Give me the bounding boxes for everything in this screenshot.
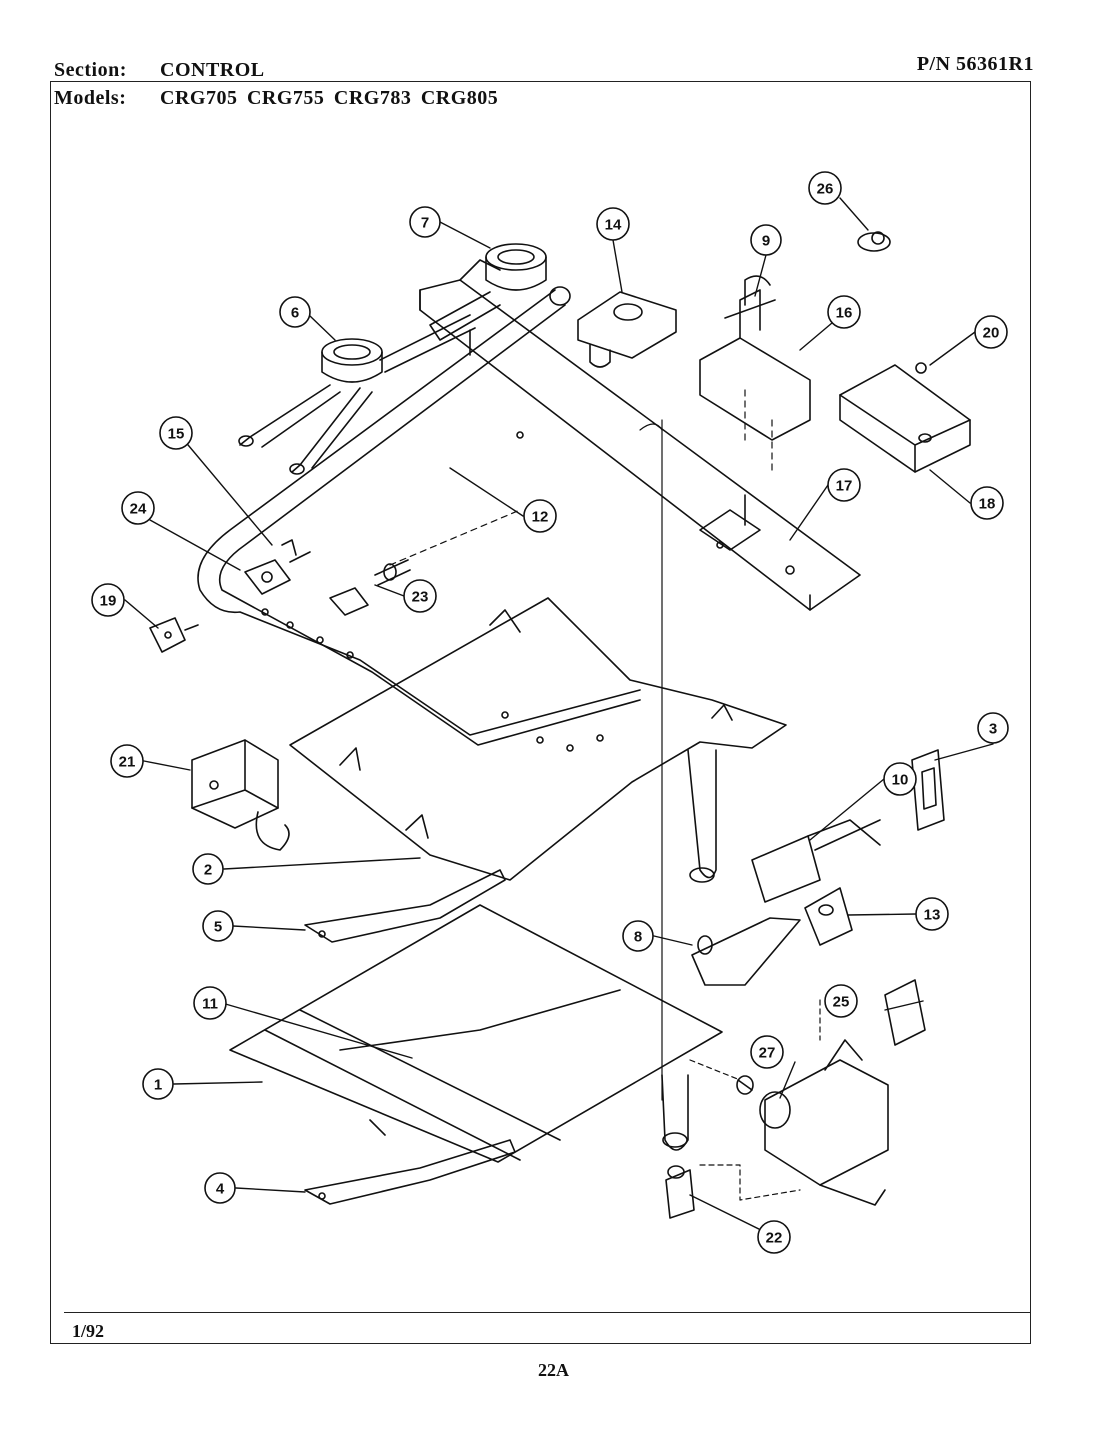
svg-text:20: 20 [983,325,1000,342]
svg-text:26: 26 [817,181,834,198]
callout-2: 2 [192,853,224,885]
part-number: P/N 56361R1 [916,53,1034,75]
pressure-regulator [577,291,677,368]
callout-24: 24 [121,491,155,525]
callouts: 1 2 3 4 5 6 7 8 9 10 11 12 13 14 15 16 1… [91,171,1009,1254]
heat-deflector [289,597,787,881]
callout-1: 1 [142,1068,174,1100]
callout-27: 27 [750,1035,784,1069]
callout-4: 4 [204,1172,236,1204]
revision-date: 1/92 [72,1321,105,1341]
callout-12: 12 [523,499,557,533]
diagram-frame [50,81,1031,1344]
callout-15: 15 [159,416,193,450]
spreader-bar [304,869,506,943]
junction-box [839,362,971,473]
svg-text:11: 11 [202,996,218,1013]
callout-16: 16 [827,295,861,329]
svg-text:13: 13 [924,907,941,924]
oven-burner-tubes [661,749,717,1151]
clock-timer [191,739,290,851]
lower-spreader-bar [304,1139,516,1205]
callout-14: 14 [596,207,630,241]
models-value: CRG705 CRG755 CRG783 CRG805 [160,87,499,109]
alignment-guides [389,389,821,1201]
svg-text:8: 8 [634,929,642,946]
callout-10: 10 [883,762,917,796]
callout-26: 26 [808,171,842,205]
svg-text:4: 4 [216,1181,225,1198]
igniter-assembly [751,749,945,946]
section-value: CONTROL [160,59,265,81]
callout-5: 5 [202,910,234,942]
switch-bracket [699,275,811,441]
burner-assembly [238,243,547,475]
svg-text:3: 3 [989,721,997,738]
page-number: 22A [538,1360,569,1380]
svg-text:14: 14 [605,217,622,234]
svg-text:7: 7 [421,215,429,232]
svg-text:6: 6 [291,305,299,322]
svg-text:1: 1 [154,1077,162,1094]
svg-text:23: 23 [412,589,429,606]
callout-19: 19 [91,583,125,617]
svg-text:16: 16 [836,305,853,322]
svg-text:10: 10 [892,772,909,789]
svg-text:18: 18 [979,496,996,513]
svg-text:24: 24 [130,501,147,518]
callout-20: 20 [974,315,1008,349]
safety-valve-assembly [665,917,926,1219]
svg-text:22: 22 [766,1230,783,1247]
callout-25: 25 [824,984,858,1018]
burner-bracket [419,259,861,611]
callout-leaders [124,197,994,1238]
callout-3: 3 [977,712,1009,744]
models-label: Models: [54,87,127,109]
section-label: Section: [54,59,127,81]
ignition-switch [149,617,199,653]
callout-23: 23 [403,579,437,613]
svg-text:19: 19 [100,593,117,610]
svg-text:15: 15 [168,426,185,443]
callout-22: 22 [757,1220,791,1254]
callout-7: 7 [409,206,441,238]
svg-text:12: 12 [532,509,549,526]
callout-9: 9 [750,224,782,256]
callout-8: 8 [622,920,654,952]
thermostat-disc [857,231,891,252]
callout-21: 21 [110,744,144,778]
svg-text:21: 21 [119,754,136,771]
callout-11: 11 [193,986,227,1020]
footer-divider [64,1312,1031,1313]
svg-text:5: 5 [214,919,222,936]
svg-text:2: 2 [204,862,212,879]
svg-text:25: 25 [833,994,850,1011]
svg-text:17: 17 [836,478,853,495]
svg-text:9: 9 [762,233,770,250]
callout-18: 18 [970,486,1004,520]
svg-text:27: 27 [759,1045,776,1062]
manifold-pipe [197,286,641,752]
callout-17: 17 [827,468,861,502]
callout-6: 6 [279,296,311,328]
valve-fittings [244,539,411,616]
callout-13: 13 [915,897,949,931]
burner-base [229,904,723,1163]
